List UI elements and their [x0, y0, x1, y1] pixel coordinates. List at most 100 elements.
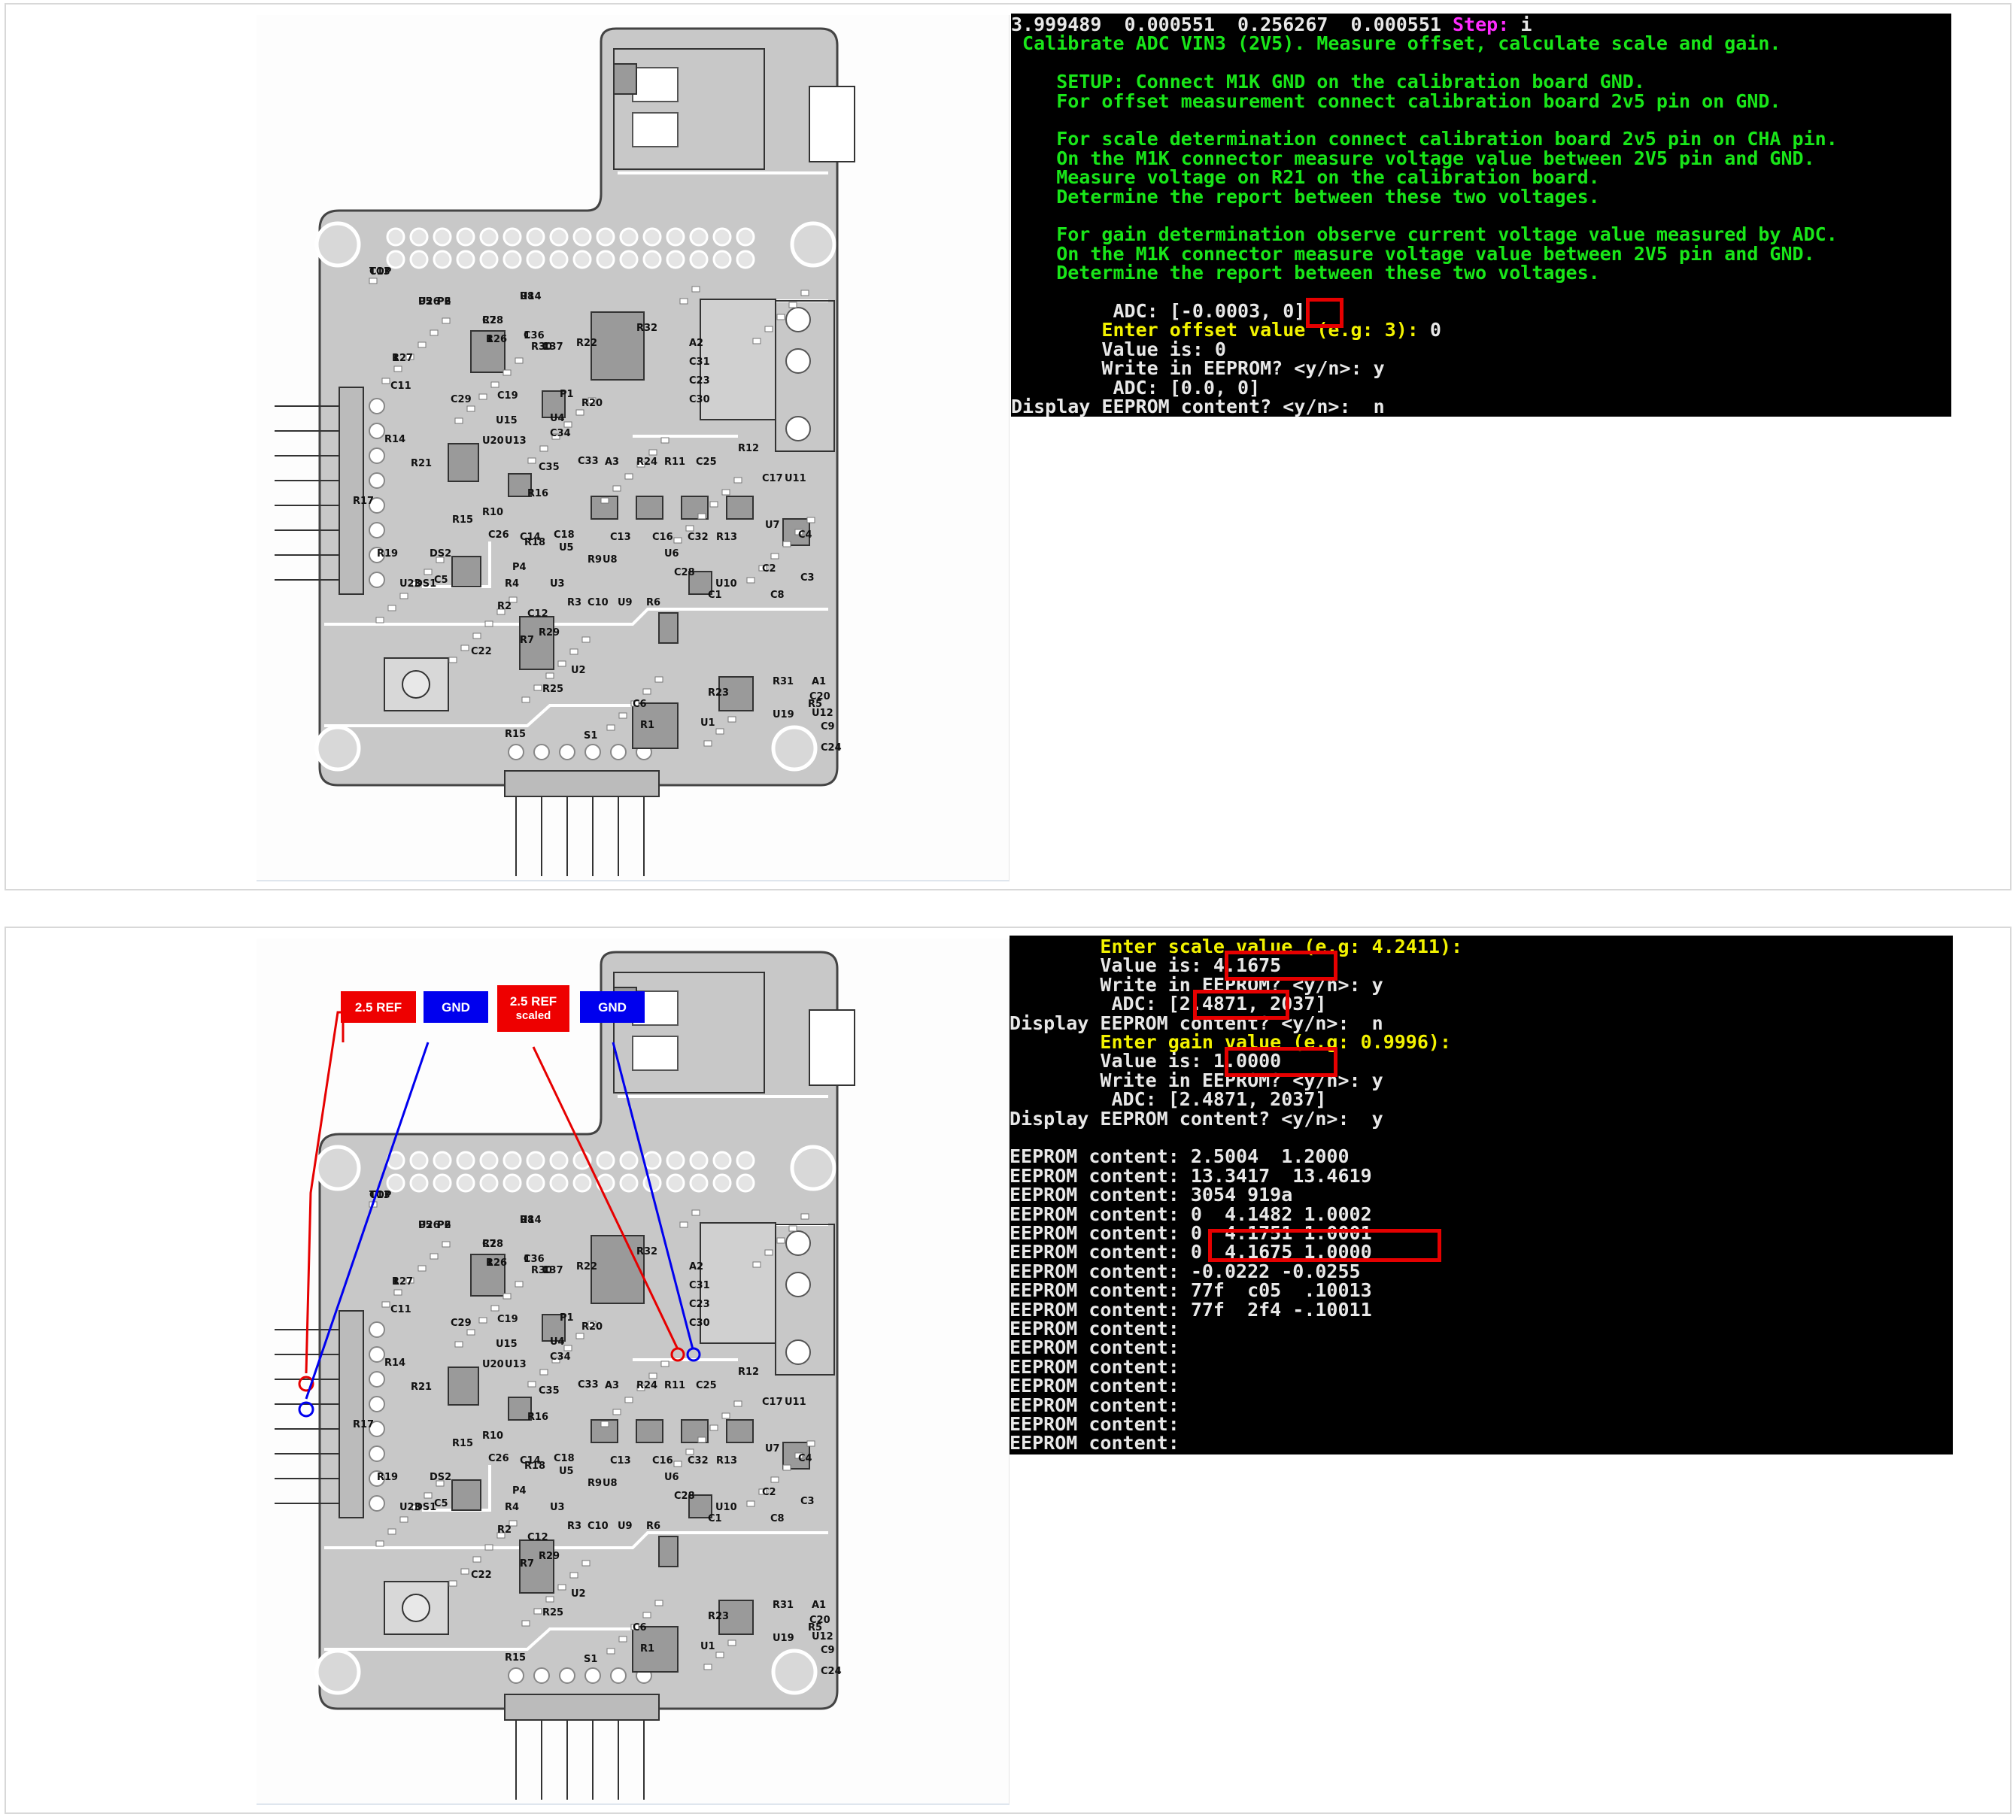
- terminal-line: EEPROM content:: [1010, 1415, 1180, 1433]
- smd-pad: [575, 409, 584, 416]
- pin-pad: [785, 307, 811, 332]
- silkscreen-label: U10: [715, 578, 737, 590]
- mounting-hole: [314, 725, 361, 772]
- silkscreen-label: U14: [520, 1215, 542, 1226]
- smd-pad: [393, 366, 402, 372]
- silkscreen-label: C7: [482, 315, 496, 326]
- label-gnd: GND: [424, 991, 488, 1023]
- terminal-line: For gain determination observe current v…: [1011, 225, 1838, 244]
- smd-pad: [539, 445, 548, 452]
- smd-pad: [375, 617, 384, 623]
- smd-pad: [788, 1225, 797, 1232]
- header-pin: [666, 227, 685, 247]
- silkscreen-label: DS2: [430, 1472, 451, 1483]
- silkscreen-label: A2: [689, 1261, 703, 1272]
- silkscreen-label: R28: [482, 1239, 503, 1250]
- pin-pad: [533, 1667, 550, 1684]
- header-pin: [409, 1151, 429, 1170]
- silkscreen-label: R18: [524, 1461, 545, 1472]
- ic-chip: [591, 1235, 645, 1304]
- silkscreen-label: C25: [696, 457, 717, 468]
- terminal-text: EEPROM content: 77f c05 .10013: [1010, 1279, 1372, 1302]
- header-pin: [479, 250, 499, 269]
- silkscreen-label: C1: [708, 1513, 722, 1524]
- silkscreen-label: R6: [646, 597, 660, 608]
- smd-pad: [393, 1289, 402, 1296]
- silkscreen-label: C36: [524, 1254, 545, 1265]
- highlight-gain-value: [1225, 1047, 1337, 1077]
- silkscreen-label: A1: [812, 676, 826, 687]
- smd-pad: [478, 393, 487, 400]
- header-pin: [386, 250, 405, 269]
- silkscreen-label: P2: [437, 1220, 451, 1231]
- silkscreen-label: P5: [418, 296, 433, 308]
- silkscreen-label: U13: [505, 435, 527, 447]
- silkscreen-label: C20: [809, 1615, 830, 1626]
- terminal-text: EEPROM content:: [1010, 1413, 1180, 1435]
- pin-pad: [785, 1272, 811, 1297]
- smd-pad: [752, 338, 761, 344]
- silkscreen-label: U15: [496, 1339, 518, 1350]
- ic-chip: [658, 612, 679, 644]
- terminal-line: EEPROM content: 0 4.1482 1.0002: [1010, 1204, 1372, 1224]
- terminal-line: Write in EEPROM? <y/n>: y: [1011, 359, 1384, 378]
- terminal-line: Display EEPROM content? <y/n>: n: [1011, 397, 1385, 416]
- silkscreen-label: C18: [554, 1453, 575, 1464]
- terminal-text: For scale determination connect calibrat…: [1011, 128, 1838, 150]
- silkscreen-label: C24: [821, 1666, 842, 1677]
- smd-pad: [746, 1500, 755, 1507]
- silkscreen-label: U3: [550, 578, 565, 590]
- smd-pad: [727, 1640, 736, 1646]
- silkscreen-label: R30: [531, 1265, 552, 1276]
- terminal-text: Enter scale value (e.g: 4.2411):: [1010, 936, 1463, 957]
- smd-pad: [764, 1249, 773, 1256]
- smd-pad: [502, 369, 512, 376]
- smd-pad: [600, 1421, 609, 1427]
- silkscreen-label: U11: [785, 1397, 806, 1408]
- header-pin: [479, 1173, 499, 1193]
- header-pin: [433, 1173, 452, 1193]
- smd-pad: [636, 1385, 645, 1391]
- silkscreen-label: A1: [812, 1600, 826, 1611]
- header-pin: [526, 227, 545, 247]
- terminal-line: ADC: [0.0, 0]: [1011, 378, 1260, 397]
- ic-chip: [726, 496, 754, 520]
- chip-u15: [700, 1222, 776, 1344]
- smd-pad: [733, 477, 742, 484]
- smd-pad: [448, 657, 457, 663]
- silkscreen-label: C11: [390, 1304, 411, 1315]
- silkscreen-label: C4: [798, 1453, 812, 1464]
- silkscreen-label: P1: [560, 1312, 574, 1324]
- silkscreen-label: C3: [800, 572, 815, 584]
- ic-chip: [658, 1536, 679, 1567]
- terminal-text: On the M1K connector measure voltage val…: [1011, 242, 1815, 265]
- header-pin: [526, 250, 545, 269]
- terminal-text: Step:: [1453, 14, 1510, 35]
- wiring-overlay: [298, 1011, 701, 1418]
- pcb-trace: [324, 1627, 633, 1651]
- header-pin: [666, 1173, 685, 1193]
- smd-pad: [642, 1612, 651, 1618]
- silkscreen-label: U5: [559, 1466, 574, 1477]
- smd-pad: [758, 1488, 767, 1495]
- silkscreen-label: R14: [384, 1357, 405, 1369]
- terminal-line: Display EEPROM content? <y/n>: y: [1010, 1109, 1383, 1128]
- silkscreen-label: C33: [578, 456, 599, 467]
- switch-button: [402, 1594, 430, 1622]
- silkscreen-label: P5: [418, 1220, 433, 1231]
- silkscreen-label: R29: [539, 627, 560, 639]
- smd-pad: [454, 1341, 463, 1348]
- silkscreen-label: C14: [520, 1455, 541, 1467]
- usb-socket: [632, 1036, 679, 1071]
- terminal-text: EEPROM content: 13.3417 13.4619: [1010, 1164, 1372, 1187]
- pin-pad: [508, 744, 524, 760]
- silkscreen-label: C32: [688, 1455, 709, 1467]
- smd-pad: [417, 341, 427, 348]
- silkscreen-label: P4: [512, 1485, 527, 1497]
- silkscreen-label: U2: [571, 665, 586, 676]
- silkscreen-label: DS1: [414, 1502, 436, 1513]
- pin-pad: [559, 744, 575, 760]
- silkscreen-label: R23: [708, 1611, 729, 1622]
- silkscreen-label: A3: [605, 457, 619, 468]
- silkscreen-label: C29: [451, 1318, 472, 1329]
